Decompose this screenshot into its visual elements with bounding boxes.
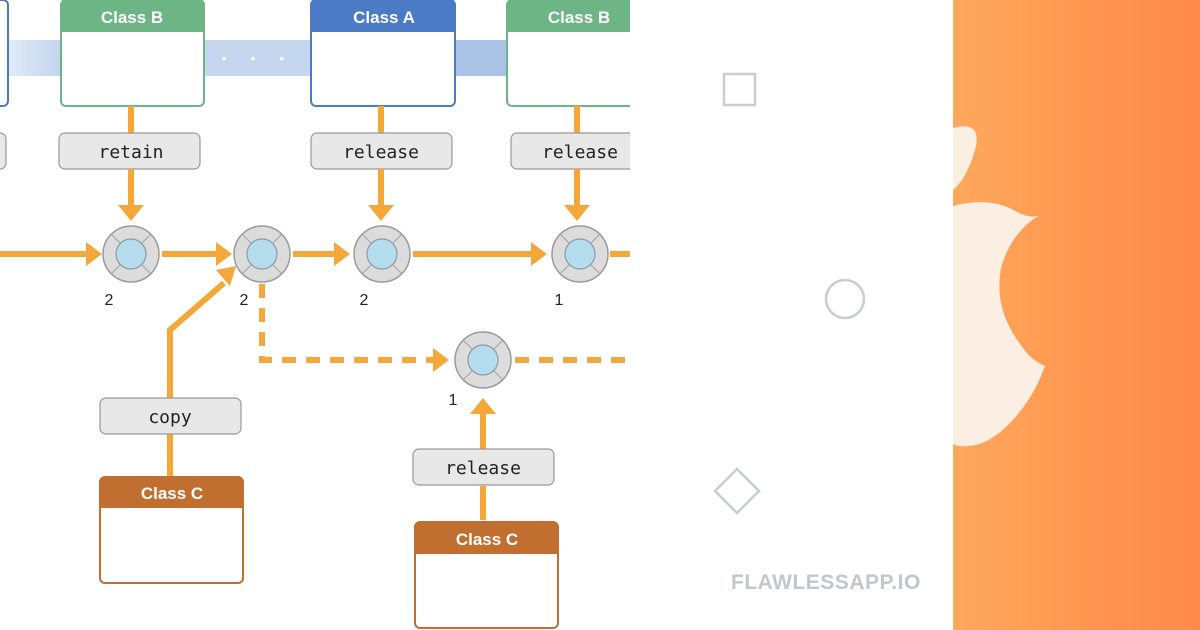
ref-count-3: 2: [360, 292, 369, 309]
copy-label: copy: [148, 407, 192, 428]
retain-op-box: retain: [58, 132, 201, 170]
apple-logo-icon: [953, 126, 1045, 447]
class-b-box-2: Class B: [506, 0, 630, 107]
class-b-box-1: Class B: [60, 0, 205, 107]
class-c-2-title: Class C: [456, 530, 518, 549]
class-b-1-title: Class B: [101, 8, 163, 27]
watermark-text: FLAWLESSAPP.IO: [731, 571, 921, 594]
release-label-3: release: [445, 458, 521, 479]
release-op-box-3: release: [412, 448, 555, 486]
ref-count-node-2: [233, 225, 291, 283]
release-op-box-1: release: [310, 132, 453, 170]
diamond-outline-icon: [713, 467, 761, 515]
square-outline-icon: [722, 72, 757, 107]
release-up-arrow: [470, 398, 496, 520]
object-timeline-track-light: [204, 40, 312, 76]
retain-label: retain: [98, 142, 163, 163]
ref-count-2: 2: [240, 292, 249, 309]
release-label-1: release: [343, 142, 419, 163]
ref-count-node-5: [454, 331, 512, 389]
class-c-box-1: Class C: [99, 476, 244, 584]
class-c-1-title: Class C: [141, 484, 203, 503]
dashed-copy-branch: [259, 284, 630, 372]
class-c-box-2: Class C: [414, 521, 559, 629]
class-a-title: Class A: [353, 8, 415, 27]
class-box-partial-left: [0, 0, 9, 107]
continuation-dots: • • •: [222, 50, 294, 66]
op-box-partial-left: [0, 132, 7, 170]
copy-op-box: copy: [99, 397, 242, 435]
circle-outline-icon: [824, 278, 866, 320]
copy-arrow: [167, 266, 236, 476]
release-op-box-2: release: [510, 132, 630, 170]
brand-panel: [953, 0, 1200, 630]
ref-count-5: 1: [449, 392, 458, 409]
release-label-2: release: [542, 142, 618, 163]
ref-count-node-3: [353, 225, 411, 283]
ref-count-1: 2: [105, 292, 114, 309]
ref-count-node-1: [102, 225, 160, 283]
main-flow-arrows: [0, 242, 630, 266]
class-b-2-title: Class B: [548, 8, 610, 27]
class-a-box: Class A: [310, 0, 456, 107]
ref-count-4: 1: [555, 292, 564, 309]
down-arrows: [118, 169, 590, 221]
ref-count-node-4: [551, 225, 609, 283]
object-timeline-track-fade: [0, 40, 62, 76]
